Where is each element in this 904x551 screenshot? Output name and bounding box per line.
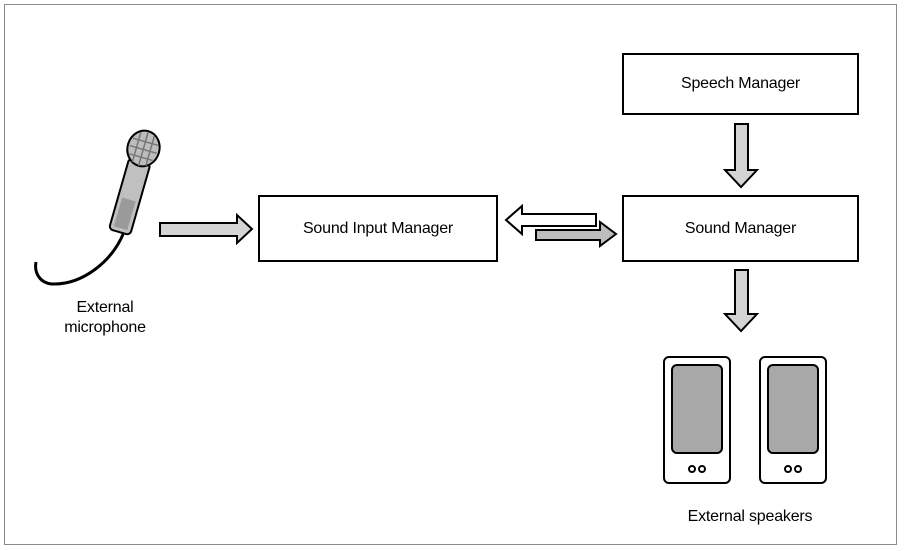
speech-manager-box: Speech Manager [622,53,859,115]
sound-input-manager-label: Sound Input Manager [302,219,454,237]
external-speakers-label: External speakers [687,508,813,525]
microphone-label-line2: microphone [64,319,146,336]
sound-input-manager-box: Sound Input Manager [258,195,498,262]
speech-manager-label: Speech Manager [680,75,801,92]
sound-manager-box: Sound Manager [622,195,859,262]
microphone-label-line1: External [76,299,134,316]
sound-manager-label: Sound Manager [684,219,797,237]
external-microphone-label: External microphone [40,298,170,338]
